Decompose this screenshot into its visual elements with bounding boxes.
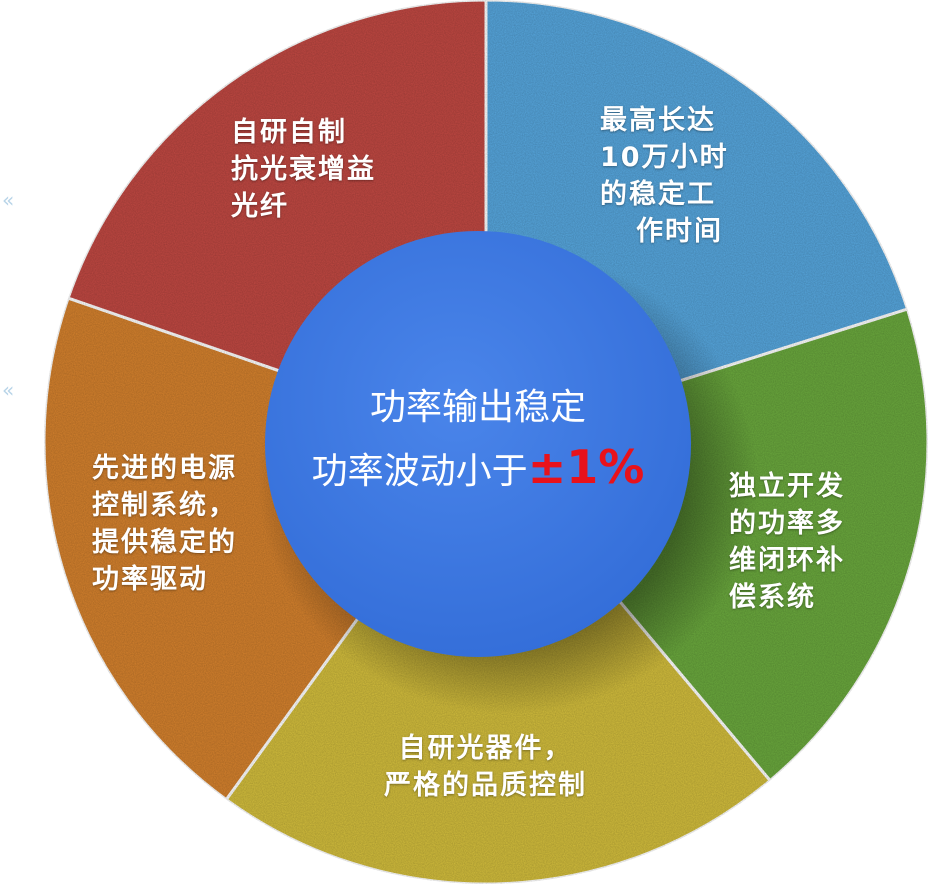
segment-yellow-line-2: 严格的品质控制 [384, 770, 587, 801]
segment-blue-line-3: 的稳定工 [600, 179, 716, 210]
segment-orange-line-3: 提供稳定的 [92, 527, 237, 558]
center-circle [265, 231, 691, 657]
segment-red-text: 自研自制 抗光衰增益 光纤 [231, 114, 376, 225]
segment-orange-text: 先进的电源 控制系统， 提供稳定的 功率驱动 [92, 450, 237, 598]
segment-green-line-4: 偿系统 [729, 582, 816, 613]
segment-green-text: 独立开发 的功率多 维闭环补 偿系统 [729, 468, 845, 616]
decoration-chevron-1: « [2, 188, 15, 212]
segment-blue-line-4: 作时间 [636, 216, 723, 247]
segment-yellow-text: 自研光器件， 严格的品质控制 [384, 730, 587, 804]
segment-green-line-3: 维闭环补 [729, 545, 845, 576]
segment-yellow-line-1: 自研光器件， [398, 733, 573, 764]
segment-red-line-3: 光纤 [231, 191, 289, 222]
segment-red-line-1: 自研自制 [231, 117, 347, 148]
center-subtitle: 功率波动小于±1% [278, 440, 678, 494]
segment-blue-line-2: 10万小时 [600, 142, 729, 173]
center-title: 功率输出稳定 [369, 387, 586, 428]
decoration-chevron-2: « [2, 378, 15, 402]
segment-red-line-2: 抗光衰增益 [231, 154, 376, 185]
segment-green-line-1: 独立开发 [729, 471, 845, 502]
segment-blue-line-1: 最高长达 [600, 105, 716, 136]
segment-green-line-2: 的功率多 [729, 508, 845, 539]
center-subtitle-highlight: ±1% [527, 440, 645, 494]
segment-orange-line-1: 先进的电源 [92, 453, 237, 484]
center-subtitle-prefix: 功率波动小于 [311, 451, 528, 492]
segment-orange-line-2: 控制系统， [92, 490, 237, 521]
segment-orange-line-4: 功率驱动 [92, 564, 208, 595]
segment-blue-text: 最高长达 10万小时 的稳定工 作时间 [600, 102, 729, 250]
